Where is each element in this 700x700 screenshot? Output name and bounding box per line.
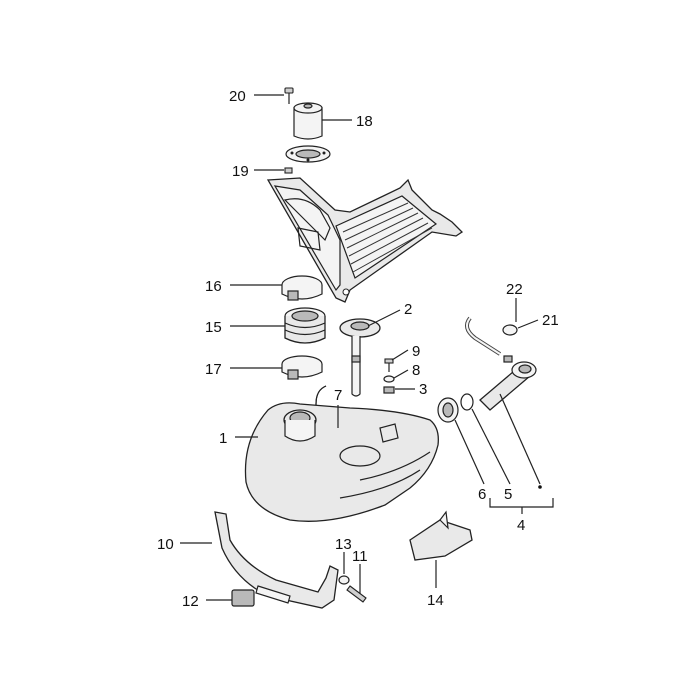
part-18-gasket (285, 145, 331, 163)
callout-17: 17 (205, 361, 222, 378)
part-8-washer (383, 375, 395, 383)
part-14-support-bracket (409, 510, 473, 561)
callout-14: 14 (427, 592, 444, 609)
callout-22: 22 (506, 281, 523, 298)
callout-1: 1 (219, 430, 227, 447)
dot-marker (538, 485, 542, 489)
part-17-clamp (281, 355, 323, 380)
part-3-nut (383, 386, 395, 394)
callout-13: 13 (335, 536, 352, 553)
part-1-fuel-tank (244, 402, 439, 522)
callout-3: 3 (419, 381, 427, 398)
footboard-panel (266, 177, 464, 303)
part-10-strap-bracket (214, 511, 339, 609)
callout-5: 5 (504, 486, 512, 503)
part-21-hose (464, 316, 502, 356)
callout-12: 12 (182, 593, 199, 610)
callout-10: 10 (157, 536, 174, 553)
part-16-clamp (281, 275, 323, 301)
callout-9: 9 (412, 343, 420, 360)
callout-19: 19 (232, 163, 249, 180)
part-15-filler-hose (284, 307, 326, 344)
callout-labels: 20 18 19 16 15 17 2 9 8 3 7 1 22 21 6 5 … (157, 88, 559, 610)
callout-15: 15 (205, 319, 222, 336)
callout-20: 20 (229, 88, 246, 105)
callout-8: 8 (412, 362, 420, 379)
part-9-screw (384, 358, 394, 372)
callout-6: 6 (478, 486, 486, 503)
callout-16: 16 (205, 278, 222, 295)
callout-11: 11 (352, 548, 368, 565)
part-22-hose-clip (502, 324, 518, 336)
part-6-clamp (437, 397, 459, 423)
part-11-bolt (346, 585, 367, 603)
part-12-rubber-pad (231, 589, 255, 607)
callout-21: 21 (542, 312, 559, 329)
leader-lines (180, 94, 554, 601)
callout-18: 18 (356, 113, 373, 130)
part-19-clip (284, 167, 293, 174)
part-2-fuel-sender (339, 318, 381, 397)
part-5-o-ring (460, 393, 474, 411)
part-4-outlet-assembly (479, 355, 537, 411)
part-20-screw (284, 87, 294, 104)
part-13-washer (338, 575, 350, 585)
callout-4: 4 (517, 517, 525, 534)
part-18-cylinder-cover (293, 102, 323, 140)
callout-7: 7 (334, 387, 342, 404)
callout-2: 2 (404, 301, 412, 318)
